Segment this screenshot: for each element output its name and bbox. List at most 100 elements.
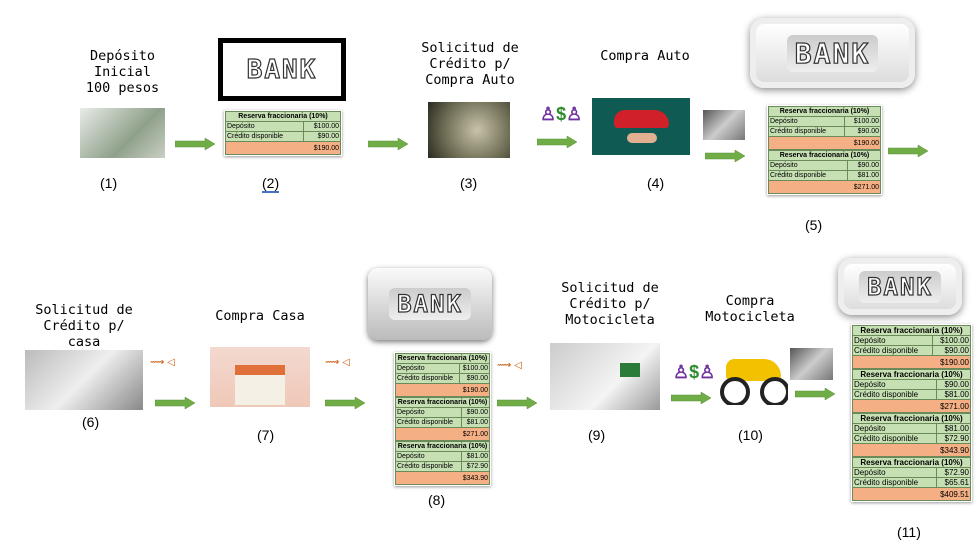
credit-label: Crédito disponible [852, 389, 937, 400]
step-10-number: (10) [738, 427, 763, 443]
table-header: Reserva fraccionaria (10%) [395, 441, 490, 452]
money-handover-image [428, 102, 510, 158]
ledger-block: Reserva fraccionaria (10%) Depósito$81.0… [852, 413, 972, 457]
credit-value: $81.00 [847, 170, 881, 181]
house-image [210, 347, 310, 407]
motorcycle-loan-image [550, 343, 660, 410]
total-value: $271.00 [852, 399, 971, 413]
table-header: Reserva fraccionaria (10%) [852, 369, 971, 380]
table-row: Depósito$90.00 [852, 379, 972, 390]
deposit-value: $100.00 [302, 121, 342, 132]
total-value: $271.00 [395, 427, 490, 441]
step-5-number: (5) [805, 217, 823, 233]
step-1-title: Depósito Inicial 100 pesos [85, 48, 160, 96]
deposit-value: $100.00 [931, 335, 972, 346]
table-row: Depósito$90.00 [767, 160, 881, 171]
ledger-block: Reserva fraccionaria (10%) Depósito$100.… [395, 353, 491, 397]
step-7-title: Compra Casa [215, 308, 305, 324]
credit-label: Crédito disponible [767, 170, 849, 181]
deposit-label: Depósito [395, 363, 460, 374]
arrow-right-icon [795, 388, 835, 400]
deposit-label: Depósito [225, 121, 304, 132]
step-3-title: Solicitud de Crédito p/ Compra Auto [421, 40, 519, 88]
arrow-right-icon [368, 138, 408, 150]
deposit-value: $81.00 [461, 451, 490, 462]
table-row: Depósito$100.00 [852, 335, 972, 346]
cash-small-image [790, 348, 833, 380]
ledger-block: Reserva fraccionaria (10%) Depósito$100.… [852, 325, 972, 369]
step-10-title: Compra Motocicleta [705, 293, 795, 325]
total-value: $190.00 [395, 383, 490, 397]
ledger-block: Reserva fraccionaria (10%) Depósito$90.0… [767, 150, 881, 194]
total-value: $190.00 [225, 141, 341, 155]
total-row: $190.00 [225, 141, 341, 155]
total-row: $343.90 [852, 443, 971, 457]
table-row: Crédito disponible$90.00 [395, 373, 491, 384]
table-header: Reserva fraccionaria (10%) [225, 111, 341, 122]
table-row: Crédito disponible$90.00 [768, 126, 882, 137]
step-4-number: (4) [647, 175, 665, 191]
deposit-label: Depósito [852, 379, 937, 390]
table-row: Depósito$100.00 [768, 116, 882, 127]
total-value: $343.90 [852, 443, 971, 457]
step-9-title: Solicitud de Crédito p/ Motocicleta [561, 280, 659, 328]
step-9-number: (9) [588, 427, 606, 443]
arrow-right-icon [671, 392, 711, 404]
ledger-block: Reserva fraccionaria (10%) Depósito$100.… [225, 111, 342, 155]
step-8-number: (8) [428, 492, 446, 508]
transfer-icon: ⟿ ◁ [325, 357, 350, 368]
cash-small-image [703, 110, 745, 140]
deposit-value: $90.00 [935, 379, 972, 390]
total-row: $190.00 [395, 383, 490, 397]
table-row: Depósito$72.90 [852, 467, 972, 478]
step-3-number: (3) [460, 175, 478, 191]
deposit-label: Depósito [852, 467, 937, 478]
total-row: $271.00 [395, 427, 490, 441]
total-row: $409.51 [852, 487, 971, 501]
table-row: Crédito disponible$72.90 [394, 461, 490, 472]
step-11-number: (11) [897, 524, 921, 540]
credit-label: Crédito disponible [852, 433, 937, 444]
step-6-number: (6) [82, 414, 100, 430]
total-row: $190.00 [768, 136, 881, 150]
credit-label: Crédito disponible [768, 126, 845, 137]
credit-value: $90.00 [931, 345, 972, 356]
arrow-right-icon [705, 150, 745, 162]
car-purchase-image [592, 98, 690, 155]
table-header: Reserva fraccionaria (10%) [768, 106, 881, 117]
deposit-value: $72.90 [935, 467, 972, 478]
ledger-block: Reserva fraccionaria (10%) Depósito$90.0… [852, 369, 972, 413]
step-6-title: Solicitud de Crédito p/ casa [35, 302, 133, 350]
table-header: Reserva fraccionaria (10%) [852, 457, 971, 468]
ledger-block: Reserva fraccionaria (10%) Depósito$81.0… [394, 441, 490, 485]
table-header: Reserva fraccionaria (10%) [852, 325, 971, 336]
table-header: Reserva fraccionaria (10%) [852, 413, 971, 424]
deposit-value: $90.00 [461, 407, 490, 418]
cash-deposit-image [80, 108, 165, 158]
step-4-title: Compra Auto [600, 48, 690, 64]
arrow-right-icon [175, 138, 215, 150]
table-row: Depósito$81.00 [852, 423, 972, 434]
credit-label: Crédito disponible [852, 477, 937, 488]
deposit-label: Depósito [852, 335, 933, 346]
deposit-label: Depósito [394, 451, 463, 462]
table-row: Depósito$90.00 [394, 407, 490, 418]
deposit-label: Depósito [852, 423, 937, 434]
deposit-value: $100.00 [458, 363, 491, 374]
table-row: Crédito disponible$81.00 [852, 389, 972, 400]
table-row: Crédito disponible$90.00 [852, 345, 972, 356]
table-row: Depósito$100.00 [225, 121, 342, 132]
deposit-label: Depósito [768, 116, 845, 127]
arrow-right-icon [888, 145, 928, 157]
arrow-right-icon [497, 397, 537, 409]
credit-value: $81.00 [461, 417, 490, 428]
bank-logo: BANK [368, 268, 492, 340]
credit-value: $72.90 [461, 461, 490, 472]
transfer-icon: ⟿ ◁ [150, 357, 175, 368]
deposit-value: $81.00 [935, 423, 972, 434]
deposit-value: $90.00 [847, 160, 881, 171]
table-header: Reserva fraccionaria (10%) [395, 397, 490, 408]
table-row: Crédito disponible$81.00 [394, 417, 490, 428]
total-value: $409.51 [852, 487, 971, 501]
money-exchange-icon: ♙$♙ [673, 362, 716, 382]
